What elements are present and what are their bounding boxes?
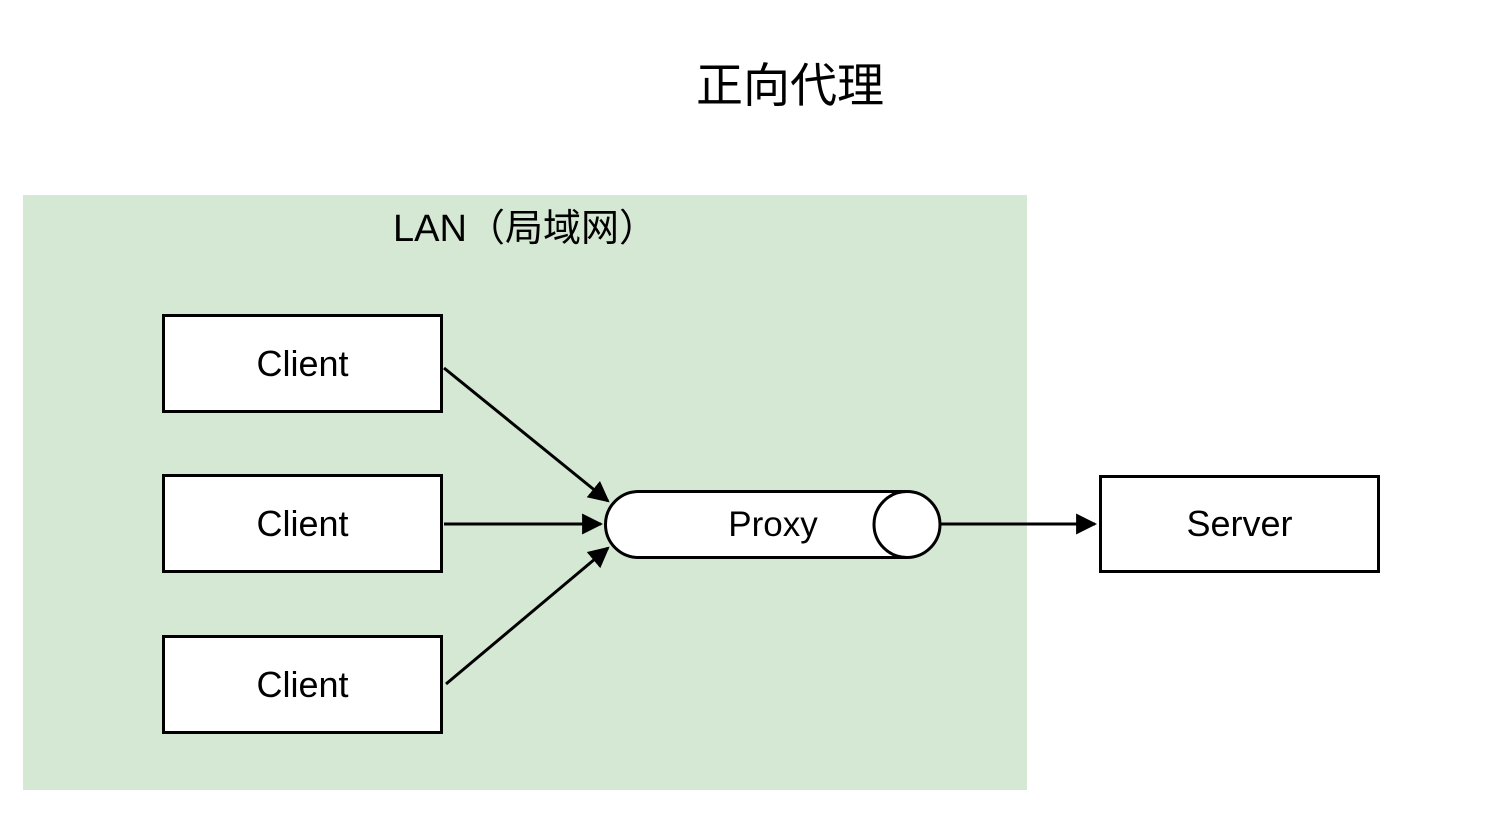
lan-region-label: LAN（局域网） xyxy=(393,208,657,250)
client-node-2: Client xyxy=(162,474,443,573)
proxy-node-label: Proxy xyxy=(728,504,818,544)
client-node-1: Client xyxy=(162,314,443,413)
server-node: Server xyxy=(1099,475,1380,573)
client-node-3: Client xyxy=(162,635,443,734)
diagram-title: 正向代理 xyxy=(696,59,884,112)
